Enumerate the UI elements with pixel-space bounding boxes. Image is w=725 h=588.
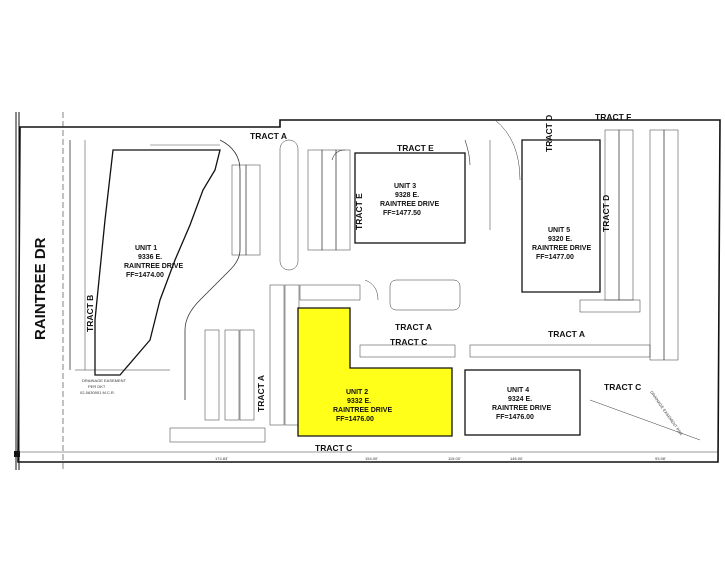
svg-text:174.83': 174.83' bbox=[215, 456, 228, 461]
unit-2-label: UNIT 2 9332 E. RAINTREE DRIVE FF=1476.00 bbox=[333, 389, 392, 423]
unit-4-label: UNIT 4 9324 E. RAINTREE DRIVE FF=1476.00 bbox=[492, 387, 551, 421]
bottom-dimensions: 174.83' 154.00' 115.00' 146.00' 93.98' bbox=[215, 456, 666, 461]
svg-text:RAINTREE DRIVE: RAINTREE DRIVE bbox=[333, 407, 392, 414]
tract-c-right: TRACT C bbox=[604, 382, 641, 392]
drainage-line-right bbox=[589, 399, 701, 441]
tract-a-right: TRACT A bbox=[548, 329, 585, 339]
tract-b: TRACT B bbox=[85, 295, 95, 332]
parking-column-b bbox=[204, 284, 300, 426]
svg-text:RAINTREE DRIVE: RAINTREE DRIVE bbox=[492, 405, 551, 412]
unit-1-footprint bbox=[94, 149, 221, 376]
svg-text:DRAINAGE EASEMENT: DRAINAGE EASEMENT bbox=[82, 378, 127, 383]
svg-text:RAINTREE DRIVE: RAINTREE DRIVE bbox=[124, 263, 183, 270]
drainage-note-right: DRAINAGE EASEMENT PER bbox=[649, 390, 684, 437]
svg-text:9332 E.: 9332 E. bbox=[347, 398, 371, 405]
tract-a-top: TRACT A bbox=[250, 131, 287, 141]
tract-d-parking bbox=[604, 129, 679, 361]
unit-1-drive bbox=[184, 139, 241, 400]
svg-text:02-0630901 M.C.R.: 02-0630901 M.C.R. bbox=[80, 390, 115, 395]
unit-2-footprint bbox=[297, 307, 453, 437]
parking-row-mid bbox=[299, 279, 461, 311]
road-monument bbox=[14, 451, 20, 457]
svg-text:PER DKT: PER DKT bbox=[88, 384, 106, 389]
svg-text:UNIT 5: UNIT 5 bbox=[548, 227, 570, 234]
tract-a-left: TRACT A bbox=[256, 375, 266, 412]
svg-text:RAINTREE DRIVE: RAINTREE DRIVE bbox=[532, 245, 591, 252]
svg-text:9320 E.: 9320 E. bbox=[548, 236, 572, 243]
svg-text:FF=1474.00: FF=1474.00 bbox=[126, 272, 164, 279]
svg-text:UNIT 3: UNIT 3 bbox=[394, 183, 416, 190]
unit-5-label: UNIT 5 9320 E. RAINTREE DRIVE FF=1477.00 bbox=[532, 227, 591, 261]
tract-d-top: TRACT D bbox=[544, 115, 554, 152]
svg-text:9324 E.: 9324 E. bbox=[508, 396, 532, 403]
unit-1-label: UNIT 1 9336 E. RAINTREE DRIVE FF=1474.00 bbox=[124, 245, 183, 279]
svg-text:FF=1476.00: FF=1476.00 bbox=[496, 414, 534, 421]
unit-3-label: UNIT 3 9328 E. RAINTREE DRIVE FF=1477.50 bbox=[380, 183, 439, 217]
svg-text:9336 E.: 9336 E. bbox=[138, 254, 162, 261]
unit-4-footprint bbox=[464, 369, 581, 436]
svg-text:UNIT 1: UNIT 1 bbox=[135, 245, 157, 252]
unit-5-footprint bbox=[521, 139, 601, 293]
parking-bands bbox=[169, 299, 651, 443]
svg-text:FF=1476.00: FF=1476.00 bbox=[336, 416, 374, 423]
svg-text:146.00': 146.00' bbox=[510, 456, 523, 461]
road-label: RAINTREE DR bbox=[32, 237, 49, 340]
svg-text:UNIT 2: UNIT 2 bbox=[346, 389, 368, 396]
svg-text:FF=1477.00: FF=1477.00 bbox=[536, 254, 574, 261]
tract-e-side: TRACT E bbox=[354, 193, 364, 230]
tract-d-side: TRACT D bbox=[601, 195, 611, 232]
svg-text:RAINTREE DRIVE: RAINTREE DRIVE bbox=[380, 201, 439, 208]
drainage-note-left: DRAINAGE EASEMENT PER DKT 02-0630901 M.C… bbox=[80, 378, 127, 395]
svg-text:FF=1477.50: FF=1477.50 bbox=[383, 210, 421, 217]
tract-e-top: TRACT E bbox=[397, 143, 434, 153]
tract-f: TRACT F bbox=[595, 112, 631, 122]
svg-text:93.98': 93.98' bbox=[655, 456, 666, 461]
parking-column-a bbox=[231, 139, 351, 271]
tract-a-mid: TRACT A bbox=[395, 322, 432, 332]
svg-text:154.00': 154.00' bbox=[365, 456, 378, 461]
tract-c-mid: TRACT C bbox=[390, 337, 427, 347]
unit-3-footprint bbox=[354, 152, 466, 244]
svg-text:9328 E.: 9328 E. bbox=[395, 192, 419, 199]
property-boundary bbox=[17, 119, 721, 463]
tract-c-bottom: TRACT C bbox=[315, 443, 352, 453]
svg-text:115.00': 115.00' bbox=[448, 456, 461, 461]
svg-text:UNIT 4: UNIT 4 bbox=[507, 387, 529, 394]
